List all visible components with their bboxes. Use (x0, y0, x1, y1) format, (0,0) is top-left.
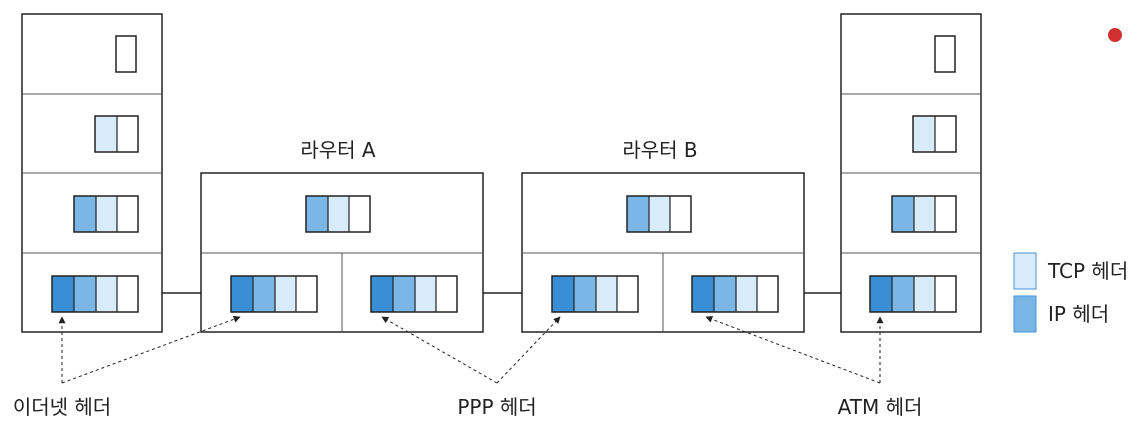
ip-packet (73, 195, 139, 233)
tcp-segment (912, 115, 957, 153)
ethernet-frame (230, 275, 318, 313)
legend-ip-swatch (1013, 295, 1037, 333)
legend-tcp-label: TCP 헤더 (1047, 259, 1128, 283)
tcp-header-cell (95, 116, 117, 152)
ppp-frame (551, 275, 639, 313)
router-a-title: 라우터 A (300, 138, 376, 162)
atm-header-label: ATM 헤더 (838, 395, 923, 419)
link-header-cell (52, 276, 74, 312)
ethernet-frame (51, 275, 139, 313)
ip-header-cell (74, 276, 96, 312)
data-cell (117, 196, 138, 232)
atm-frame (691, 275, 779, 313)
legend-tcp-swatch (1013, 252, 1037, 290)
router-a: 라우터 A (200, 138, 484, 333)
ip-packet (305, 195, 371, 233)
callout-arrows (58, 315, 884, 384)
router-b: 라우터 B (521, 138, 805, 333)
data-cell (117, 276, 138, 312)
legend: TCP 헤더 IP 헤더 (1013, 252, 1128, 333)
data-cell (117, 116, 138, 152)
host-left (21, 13, 163, 333)
ppp-frame (370, 275, 458, 313)
ethernet-arrow (61, 315, 241, 384)
ip-packet (626, 195, 692, 233)
ppp-arrow (381, 316, 498, 384)
legend-ip-label: IP 헤더 (1048, 302, 1109, 326)
data-block (115, 35, 137, 73)
ppp-arrow (496, 316, 561, 384)
atm-frame (869, 275, 957, 313)
tcp-header-cell (96, 196, 117, 232)
router-b-title: 라우터 B (622, 138, 697, 162)
data-block (934, 35, 956, 73)
ip-packet (891, 195, 957, 233)
red-dot-marker (1108, 28, 1122, 42)
tcp-header-cell (96, 276, 117, 312)
atm-arrow (705, 315, 881, 384)
ethernet-header-label: 이더넷 헤더 (13, 395, 111, 419)
ip-header-cell (74, 196, 96, 232)
host-right (840, 13, 982, 333)
tcp-segment (94, 115, 139, 153)
ppp-header-label: PPP 헤더 (457, 395, 536, 419)
